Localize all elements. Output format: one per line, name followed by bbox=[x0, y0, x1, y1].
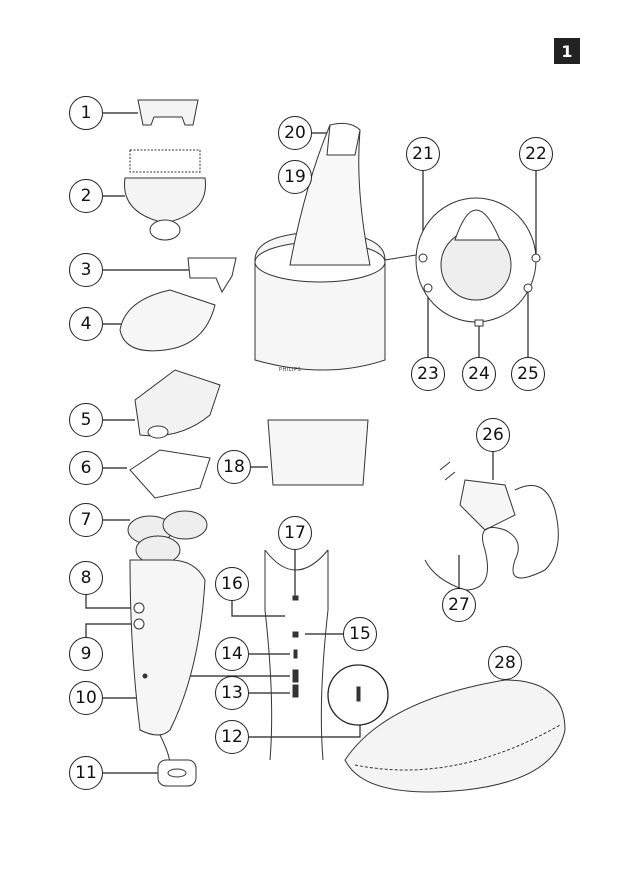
callout-18: 18 bbox=[217, 450, 251, 484]
cleansing-brush bbox=[124, 149, 206, 241]
callout-21: 21 bbox=[406, 137, 440, 171]
callout-28: 28 bbox=[488, 646, 522, 680]
callout-23: 23 bbox=[411, 357, 445, 391]
shaver bbox=[127, 510, 208, 787]
callout-7: 7 bbox=[69, 503, 103, 537]
callout-3: 3 bbox=[69, 253, 103, 287]
callout-25: 25 bbox=[511, 357, 545, 391]
page-number-badge: 1 bbox=[554, 38, 580, 64]
callout-2: 2 bbox=[69, 179, 103, 213]
cleaning-cartridge bbox=[267, 419, 369, 486]
power-adapter bbox=[424, 461, 559, 591]
callout-13: 13 bbox=[215, 676, 249, 710]
callout-26: 26 bbox=[476, 418, 510, 452]
callout-11: 11 bbox=[69, 756, 103, 790]
protection-cap bbox=[129, 449, 211, 499]
callout-9: 9 bbox=[69, 637, 103, 671]
callout-6: 6 bbox=[69, 451, 103, 485]
callout-16: 16 bbox=[215, 567, 249, 601]
callout-27: 27 bbox=[442, 588, 476, 622]
callout-8: 8 bbox=[69, 561, 103, 595]
brand-logo: PHILIPS bbox=[279, 367, 302, 373]
cleaning-unit bbox=[254, 122, 541, 371]
styler bbox=[134, 369, 221, 437]
callout-4: 4 bbox=[69, 307, 103, 341]
callout-10: 10 bbox=[69, 681, 103, 715]
brush-cap bbox=[137, 99, 199, 126]
callout-15: 15 bbox=[343, 617, 377, 651]
beard-comb bbox=[187, 257, 237, 294]
travel-pouch bbox=[344, 679, 566, 793]
callout-17: 17 bbox=[278, 516, 312, 550]
callout-19: 19 bbox=[278, 160, 312, 194]
callout-20: 20 bbox=[278, 116, 312, 150]
display-handle bbox=[264, 549, 389, 761]
callout-14: 14 bbox=[215, 637, 249, 671]
callout-12: 12 bbox=[215, 720, 249, 754]
callout-22: 22 bbox=[519, 137, 553, 171]
trimmer bbox=[119, 289, 216, 352]
callout-5: 5 bbox=[69, 403, 103, 437]
callout-1: 1 bbox=[69, 96, 103, 130]
callout-24: 24 bbox=[462, 357, 496, 391]
